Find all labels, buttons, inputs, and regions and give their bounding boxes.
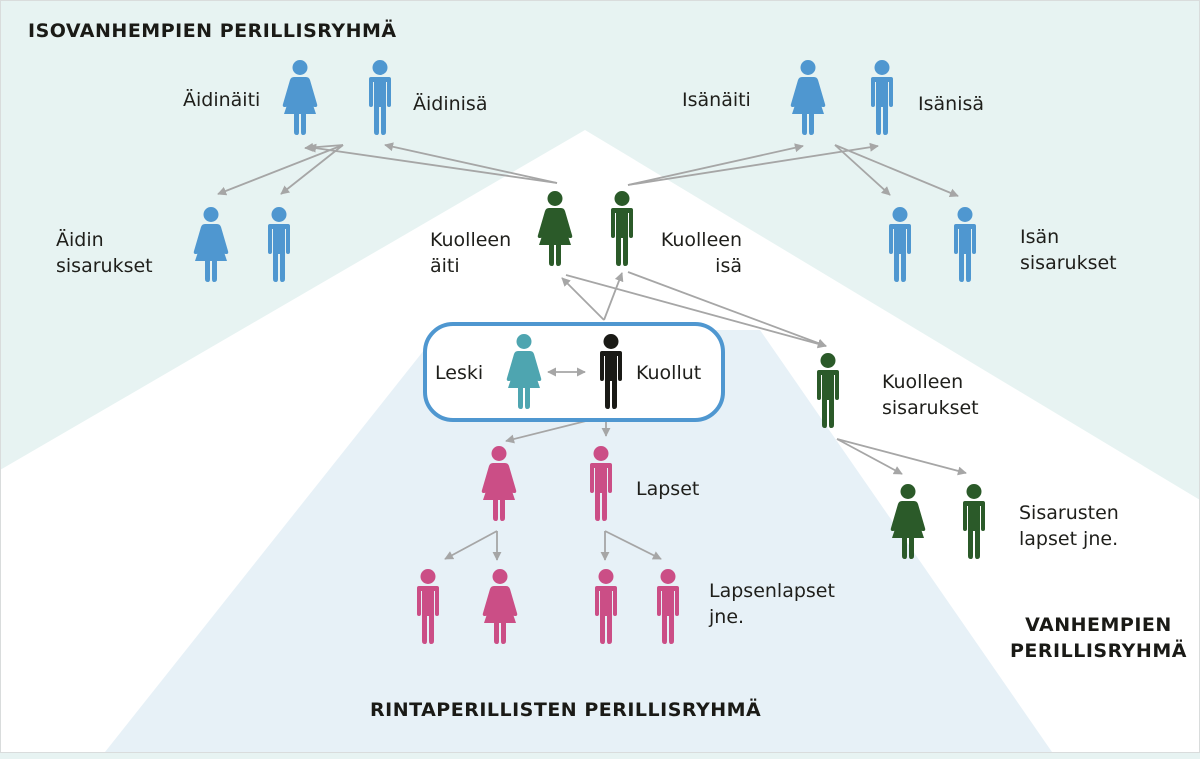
group-title-grandparents: ISOVANHEMPIEN PERILLISRYHMÄ [28, 20, 397, 42]
label-deceased-mother: Kuolleen äiti [430, 229, 512, 277]
relationship-arrow [217, 144, 344, 196]
label-deceased-siblings: Kuolleen sisarukset [882, 371, 979, 419]
person-daughter-icon [481, 446, 517, 521]
label-maternal-grandmother: Äidinäiti [183, 89, 261, 111]
label-spouse: Leski [435, 362, 484, 384]
person-mothers-sister-icon [193, 207, 229, 282]
person-grandson-1-icon [417, 569, 439, 644]
relationship-arrow [834, 144, 891, 196]
label-mothers-siblings: Äidin sisarukset [56, 229, 153, 277]
relationship-arrow [834, 144, 959, 198]
label-deceased-father: Kuolleen isä [660, 229, 742, 277]
descendants-region [105, 330, 1052, 752]
relationship-arrow [604, 530, 662, 560]
label-maternal-grandfather: Äidinisä [413, 93, 488, 115]
relationship-arrow [561, 277, 605, 321]
person-deceased-father-icon [611, 191, 633, 266]
label-fathers-siblings: Isän sisarukset [1020, 226, 1117, 274]
relationship-arrow [280, 144, 344, 195]
person-fathers-brother-2-icon [954, 207, 976, 282]
label-siblings-children: Sisarusten lapset jne. [1019, 502, 1119, 550]
relationship-arrow [603, 272, 624, 321]
person-deceased-sibling-icon [817, 353, 839, 428]
relationship-arrow [627, 142, 879, 186]
person-paternal-grandfather-icon [871, 60, 893, 135]
person-maternal-grandmother-icon [282, 60, 318, 135]
relationship-arrow [307, 143, 558, 184]
people-icons [193, 60, 985, 644]
label-paternal-grandfather: Isänisä [918, 93, 985, 115]
relationship-arrow [444, 530, 498, 560]
person-maternal-grandfather-icon [369, 60, 391, 135]
person-grandson-3-icon [657, 569, 679, 644]
person-paternal-grandmother-icon [790, 60, 826, 135]
person-son-icon [590, 446, 612, 521]
person-deceased-mother-icon [537, 191, 573, 266]
relationship-arrow [836, 438, 903, 475]
label-paternal-grandmother: Isänäiti [682, 89, 751, 111]
relationship-arrow [565, 274, 827, 349]
label-deceased: Kuollut [636, 362, 702, 384]
relationship-arrow [627, 271, 827, 348]
person-siblings-son-icon [963, 484, 985, 559]
relationship-arrow [627, 143, 804, 186]
person-grandson-2-icon [595, 569, 617, 644]
label-grandchildren: Lapsenlapset jne. [709, 580, 835, 628]
group-title-parents: VANHEMPIEN PERILLISRYHMÄ [1010, 612, 1187, 664]
group-title-parents-line1: VANHEMPIEN [1025, 614, 1172, 636]
group-title-parents-line2: PERILLISRYHMÄ [1010, 640, 1187, 662]
relationship-arrow [836, 438, 967, 476]
person-siblings-daughter-icon [890, 484, 926, 559]
person-mothers-brother-icon [268, 207, 290, 282]
label-children: Lapset [636, 478, 700, 500]
person-granddaughter-1-icon [482, 569, 518, 644]
relationship-arrow [384, 142, 558, 184]
person-fathers-brother-1-icon [889, 207, 911, 282]
group-title-descendants: RINTAPERILLISTEN PERILLISRYHMÄ [370, 699, 762, 721]
relationship-arrows [217, 142, 967, 561]
